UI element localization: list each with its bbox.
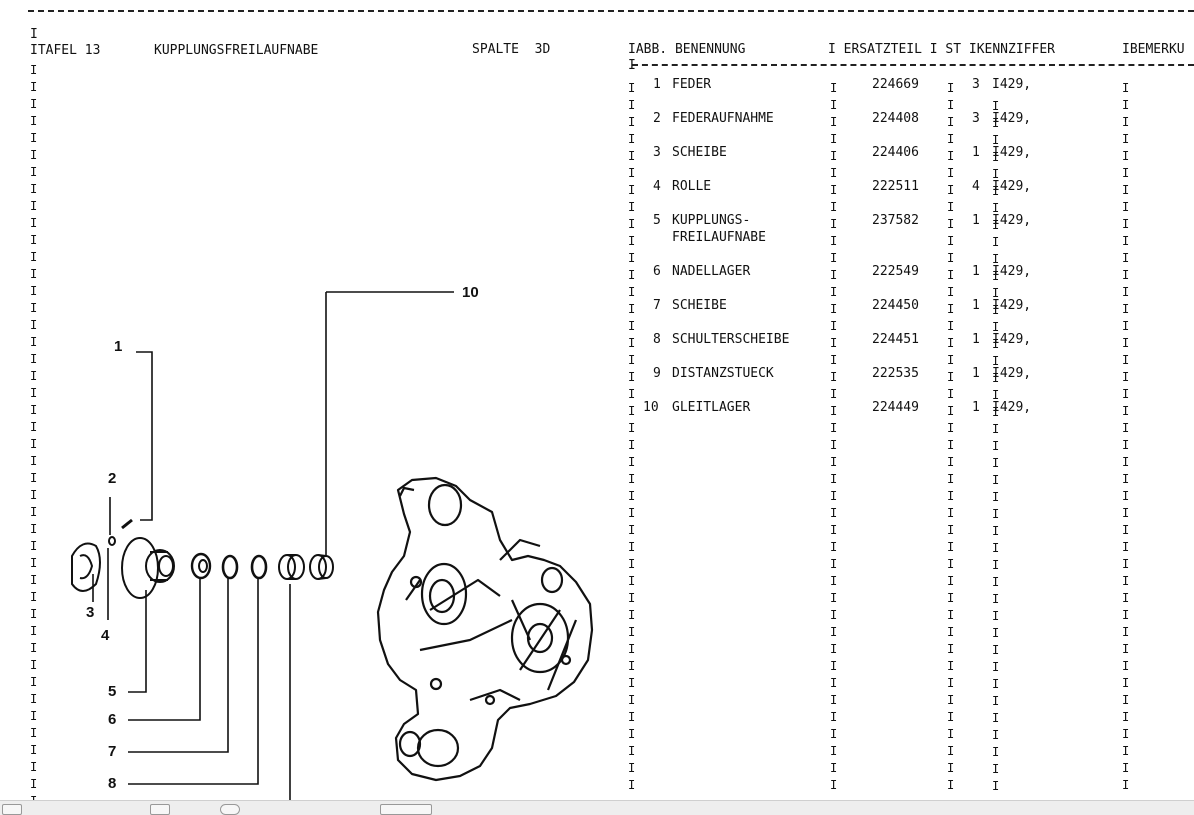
part-number: 3 <box>653 145 661 160</box>
kennziffer-code: I429, <box>992 77 1032 92</box>
refresh-icon[interactable] <box>220 804 240 815</box>
part-number: 4 <box>653 179 661 194</box>
table-column-divider-5: I I I I I I I I I I I I I I I I I I I I … <box>1122 81 1130 792</box>
ersatzteil-number: 224451 <box>872 332 919 347</box>
table-column-divider-2: I I I I I I I I I I I I I I I I I I I I … <box>830 81 838 792</box>
callout-2: 2 <box>108 470 117 487</box>
quantity: 3 <box>972 111 980 126</box>
document-icon[interactable] <box>150 804 170 815</box>
part-name: NADELLAGER <box>672 264 751 279</box>
folder-icon[interactable] <box>2 804 22 815</box>
table-column-divider-4: I I I I I I I I I I I I I I I I I I I I … <box>992 99 1000 793</box>
callout-5: 5 <box>108 683 117 700</box>
part-name: SCHEIBE <box>672 145 727 160</box>
page-title: KUPPLUNGSFREILAUFNABE <box>154 43 319 58</box>
ersatzteil-number: 222549 <box>872 264 919 279</box>
quantity: 4 <box>972 179 980 194</box>
kennziffer-code: I429, <box>992 213 1032 228</box>
table-column-divider-1: I I I I I I I I I I I I I I I I I I I I … <box>628 81 636 792</box>
quantity: 3 <box>972 77 980 92</box>
part-name: KUPPLUNGS- <box>672 213 751 228</box>
part-name: GLEITLAGER <box>672 400 751 415</box>
callout-1: 1 <box>114 338 123 355</box>
kennziffer-code: I429, <box>992 179 1032 194</box>
quantity: 1 <box>972 145 980 160</box>
top-dashed-rule <box>28 10 1194 12</box>
part-name: SCHULTERSCHEIBE <box>672 332 790 347</box>
dash-marker: I <box>628 58 636 73</box>
part-number: 6 <box>653 264 661 279</box>
part-name: FEDER <box>672 77 712 92</box>
part-name: ROLLE <box>672 179 712 194</box>
kennziffer-code: I429, <box>992 366 1032 381</box>
ersatzteil-number: 224408 <box>872 111 919 126</box>
part-number: 10 <box>643 400 659 415</box>
quantity: 1 <box>972 332 980 347</box>
ersatzteil-number: 237582 <box>872 213 919 228</box>
callout-8: 8 <box>108 775 117 792</box>
quantity: 1 <box>972 264 980 279</box>
part-number: 7 <box>653 298 661 313</box>
part-number: 1 <box>653 77 661 92</box>
window-icon[interactable] <box>380 804 432 815</box>
column-header-bemerkung: IBEMERKU <box>1122 42 1185 57</box>
viewer-status-bar <box>0 800 1194 815</box>
top-marker: I <box>30 27 38 42</box>
part-name: DISTANZSTUECK <box>672 366 774 381</box>
ersatzteil-number: 222535 <box>872 366 919 381</box>
kennziffer-code: I429, <box>992 145 1032 160</box>
part-name-line2: FREILAUFNABE <box>672 230 766 245</box>
ersatzteil-number: 222511 <box>872 179 919 194</box>
kennziffer-code: I429, <box>992 400 1032 415</box>
ersatzteil-number: 224669 <box>872 77 919 92</box>
callout-7: 7 <box>108 743 117 760</box>
column-header-abb-benennung: IABB. BENENNUNG <box>628 42 746 57</box>
callout-10: 10 <box>462 284 479 301</box>
callout-4: 4 <box>101 627 110 644</box>
quantity: 1 <box>972 213 980 228</box>
quantity: 1 <box>972 400 980 415</box>
table-column-divider-3: I I I I I I I I I I I I I I I I I I I I … <box>947 81 955 792</box>
quantity: 1 <box>972 298 980 313</box>
kennziffer-code: I429, <box>992 264 1032 279</box>
quantity: 1 <box>972 366 980 381</box>
left-border-column: I I I I I I I I I I I I I I I I I I I I … <box>30 63 38 800</box>
column-header-ersatzteil: I ERSATZTEIL I ST IKENNZIFFER <box>828 42 1055 57</box>
callout-3: 3 <box>86 604 95 621</box>
ersatzteil-number: 224406 <box>872 145 919 160</box>
part-name: FEDERAUFNAHME <box>672 111 774 126</box>
callout-6: 6 <box>108 711 117 728</box>
part-number: 5 <box>653 213 661 228</box>
table-header-dashed-rule <box>632 64 1194 66</box>
kennziffer-code: I429, <box>992 111 1032 126</box>
kennziffer-code: I429, <box>992 332 1032 347</box>
part-number: 9 <box>653 366 661 381</box>
ersatzteil-number: 224449 <box>872 400 919 415</box>
ersatzteil-number: 224450 <box>872 298 919 313</box>
part-number: 8 <box>653 332 661 347</box>
part-number: 2 <box>653 111 661 126</box>
part-name: SCHEIBE <box>672 298 727 313</box>
spalte-label: SPALTE 3D <box>472 42 551 57</box>
tafel-number: ITAFEL 13 <box>30 43 101 58</box>
kennziffer-code: I429, <box>992 298 1032 313</box>
